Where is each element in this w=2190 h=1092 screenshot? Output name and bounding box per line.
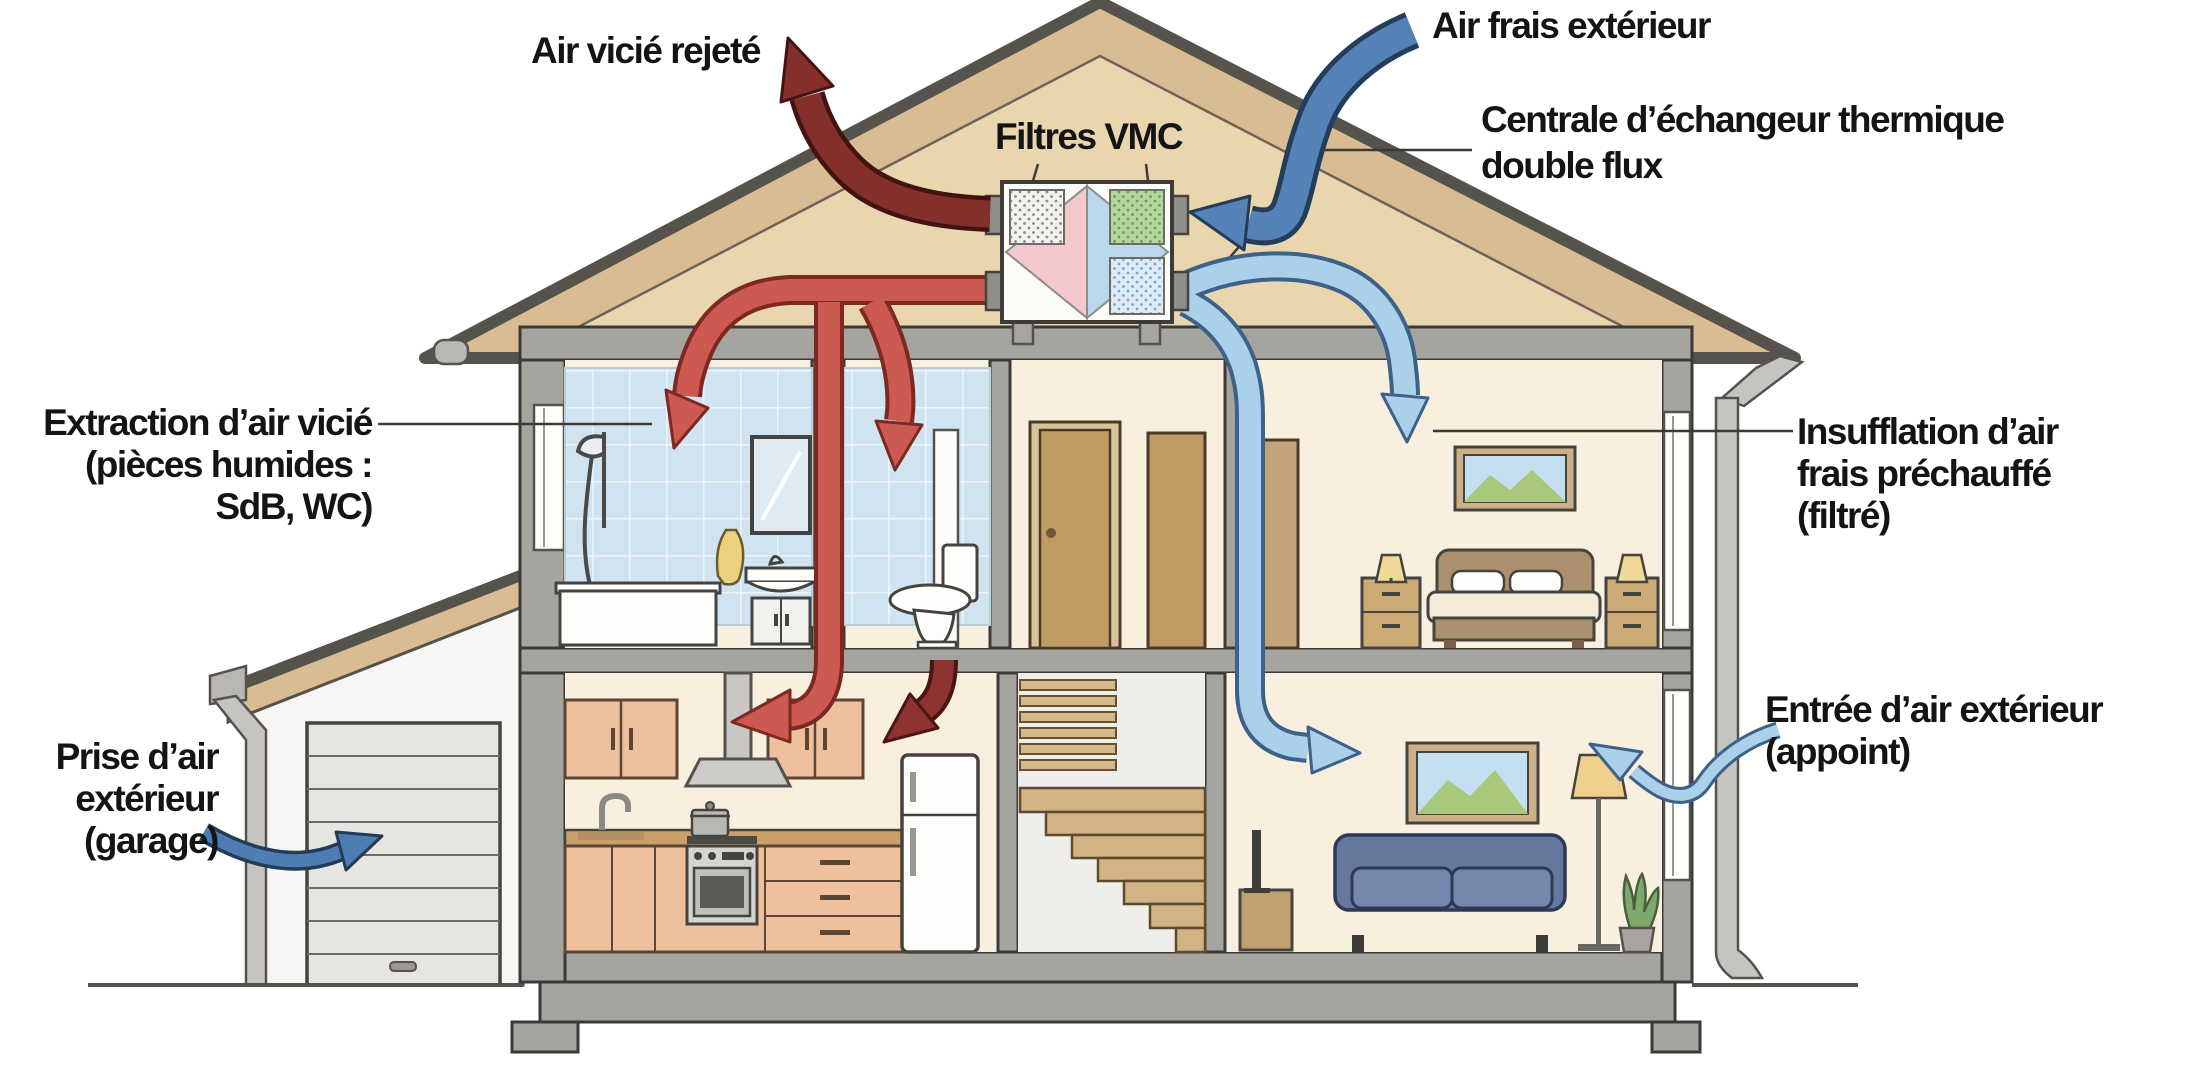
range-hood-icon [683,671,793,788]
extraction-duct-dark [882,659,958,744]
door-2 [1146,431,1207,650]
exhaust-arrow-icon [779,36,991,232]
filter-exhaust-icon [1009,189,1065,245]
tv-icon [1238,830,1294,952]
toilet-icon [888,543,979,650]
foundation [538,980,1677,1024]
landing [1028,420,1207,650]
nightstand-right [1604,576,1660,650]
wall-wc-landing [988,358,1012,650]
garage-intake-arrow-icon [198,823,384,872]
garage-gutter [208,664,248,706]
shower-icon [572,432,606,609]
bathtub [554,581,722,647]
garage [208,565,534,987]
extraction-ducts [664,275,1002,744]
vanity-sink [744,555,818,646]
left-gutter [432,338,470,366]
supply-ducts [1178,251,1430,775]
filter-supply-icon [1109,257,1165,315]
makeup-air-head [1588,742,1644,782]
label-extraction: Extraction d’air vicié (pièces humides :… [43,402,373,527]
extraction-arrow-kitchen [730,688,792,744]
label-exhaust: Air vicié rejeté [531,30,761,71]
sink-faucet-icon [578,792,644,840]
garage-door [305,721,502,987]
stairwell [1018,673,1207,954]
slab [518,950,1694,984]
mirror [750,435,812,535]
footing-right [1650,1020,1702,1054]
plant-icon [1618,871,1660,954]
right-gutter [1719,354,1805,408]
wc [843,367,991,650]
wall-stairs-living [1203,671,1227,954]
label-filters: Filtres VMC [995,116,1184,157]
bedroom-picture [1453,445,1577,512]
towel-icon [715,528,745,586]
extraction-arrow-wc [874,419,924,472]
bedside-lamp-left [1374,553,1408,584]
label-makeup-air: Entrée d’air extérieur (appoint) [1765,689,2104,772]
label-insufflation: Insufflation d’air frais préchauffé (fil… [1797,411,2059,536]
living-picture [1405,741,1540,825]
label-garage-intake: Prise d’air extérieur (garage) [55,736,220,861]
supply-arrow-living [1306,725,1362,775]
door-1 [1028,420,1122,650]
sofa [1333,833,1567,952]
door-knob-icon [1046,528,1056,538]
filter-fresh-icon [1109,189,1165,245]
extraction-arrow-kitchen-2 [882,692,940,744]
supply-arrow-bedroom [1380,392,1430,444]
footing-left [510,1020,580,1054]
stove [685,801,759,926]
bathroom-window [532,403,566,552]
bed [1426,548,1602,648]
bedroom [1250,438,1660,650]
mid-floor [518,646,1694,675]
bedside-lamp-right [1615,553,1649,584]
pot-icon [690,801,730,838]
right-downspout [1714,396,1765,980]
makeup-air-arrow-icon [1588,721,1781,804]
kitchen [563,671,980,954]
kitchen-drawers [764,846,905,952]
label-unit: Centrale d’échangeur thermique double fl… [1481,99,2005,186]
label-fresh-air: Air frais extérieur [1432,5,1711,46]
bedroom-window [1662,410,1692,632]
vmc-unit [984,180,1190,346]
fresh-air-arrow-icon [1188,12,1420,252]
extraction-arrow-bathroom [664,388,710,450]
fridge [900,753,980,954]
garage-door-handle [389,961,417,972]
wall-kitchen-stairs [996,671,1020,954]
bathroom [554,367,818,647]
upper-cabinet-left [563,698,679,780]
staircase [1018,786,1207,954]
upper-flight-slats [1019,679,1117,771]
nightstand-left [1360,576,1422,650]
